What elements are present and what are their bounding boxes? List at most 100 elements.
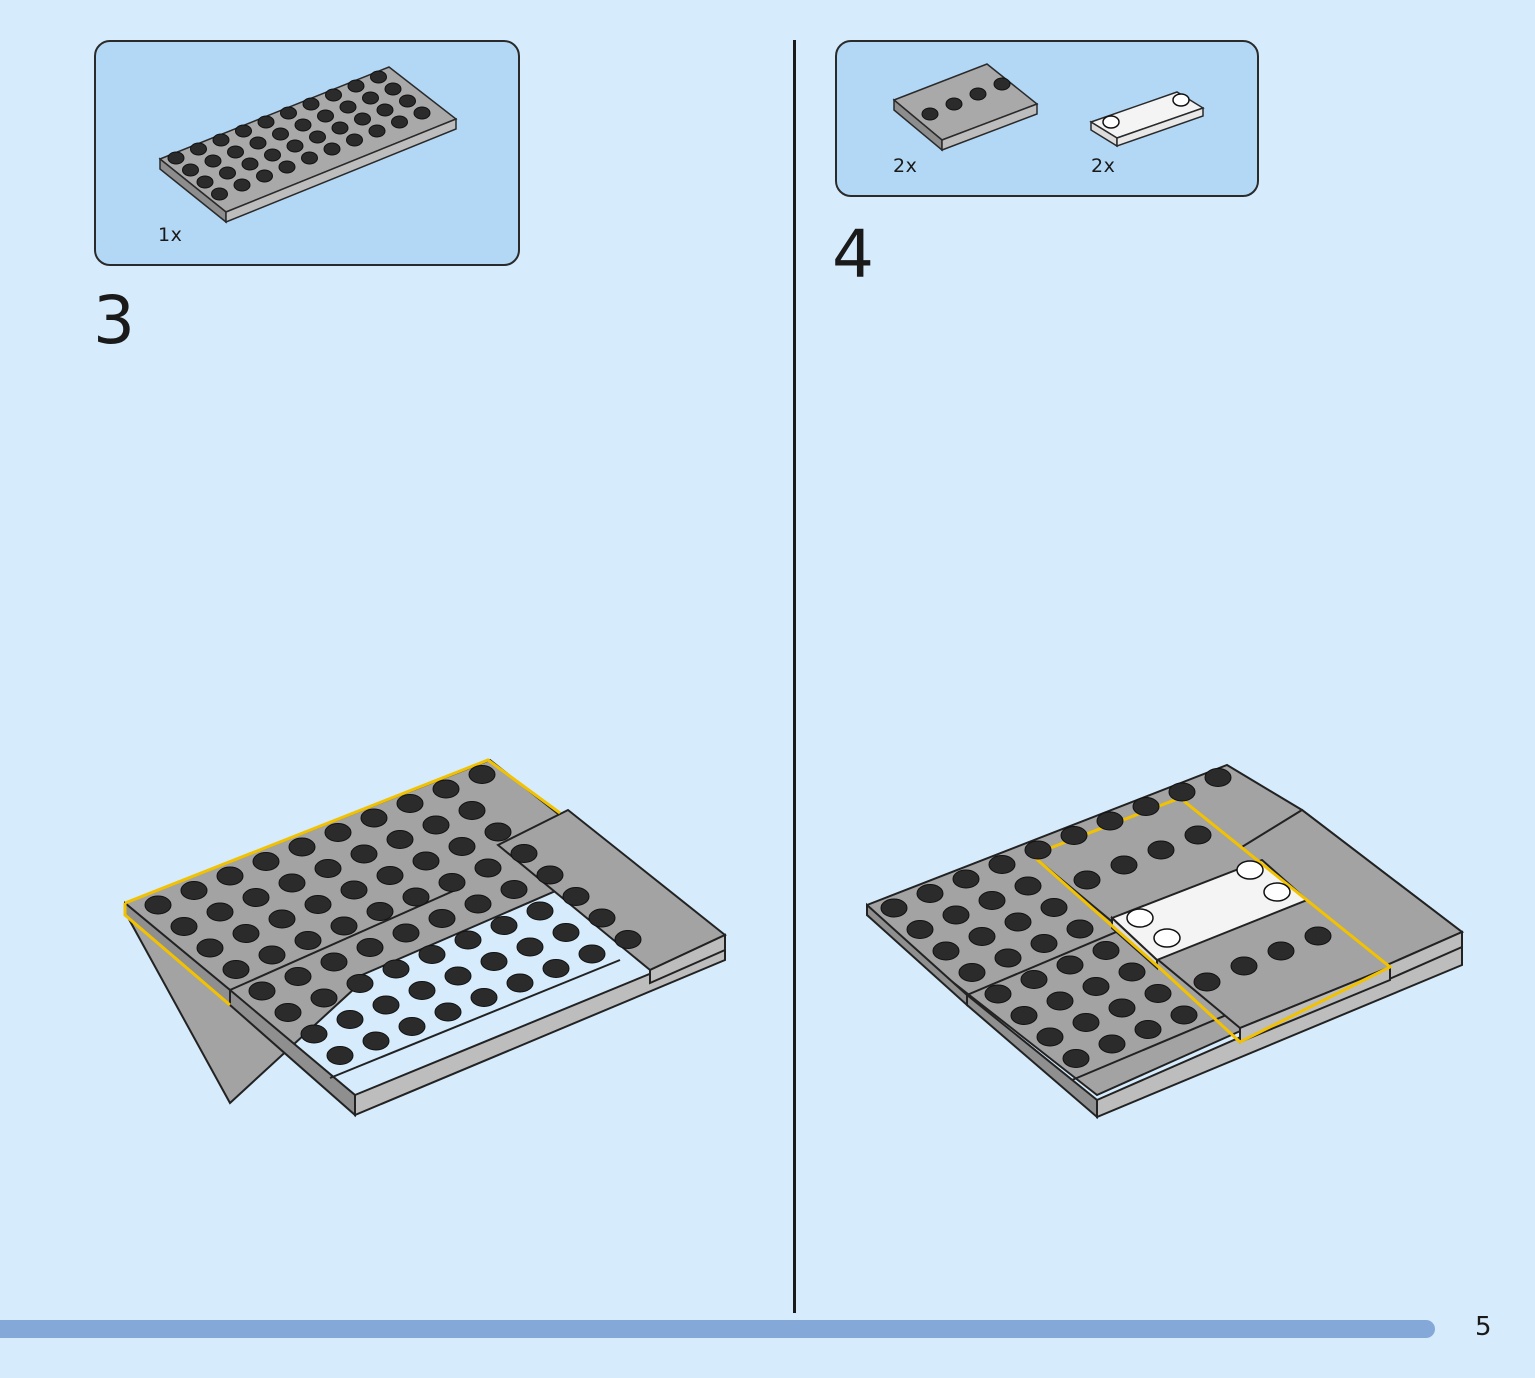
stud xyxy=(346,133,363,147)
stud xyxy=(204,154,222,168)
parts-callout-step-3: 1x xyxy=(94,40,520,266)
stud xyxy=(294,118,312,132)
stud xyxy=(470,988,498,1007)
stud xyxy=(464,894,492,914)
stud xyxy=(268,909,296,929)
stud xyxy=(252,852,280,871)
stud xyxy=(284,967,312,986)
stud xyxy=(1184,825,1212,845)
stud xyxy=(880,898,908,918)
stud xyxy=(1014,876,1042,896)
stud xyxy=(1170,1005,1198,1025)
stud xyxy=(368,124,386,138)
stud xyxy=(434,1002,462,1022)
stud xyxy=(958,963,986,982)
stud xyxy=(484,822,512,842)
model-assembly-step-3 xyxy=(123,758,727,1118)
stud xyxy=(339,100,357,114)
stud xyxy=(288,837,316,857)
stud xyxy=(242,888,270,907)
stud xyxy=(384,82,402,96)
stud xyxy=(366,902,394,921)
stud xyxy=(399,94,416,108)
stud xyxy=(542,959,570,978)
stud xyxy=(233,178,251,192)
stud xyxy=(932,941,960,961)
stud xyxy=(304,895,332,914)
stud xyxy=(562,887,590,906)
stud xyxy=(1040,898,1068,917)
stud xyxy=(190,142,207,156)
gray-plate-4x10-icon xyxy=(158,66,458,224)
stud xyxy=(942,905,970,925)
stud xyxy=(219,166,236,180)
step-3-panel: 1x 3 xyxy=(0,0,794,1320)
stud xyxy=(552,923,580,942)
part-quantity: 1x xyxy=(158,224,183,246)
stud xyxy=(906,920,934,939)
stud xyxy=(274,1003,302,1022)
stud xyxy=(984,984,1012,1004)
stud xyxy=(286,139,304,153)
stud xyxy=(1073,870,1101,890)
stud xyxy=(362,1031,390,1051)
stud xyxy=(432,779,460,799)
stud xyxy=(258,945,286,965)
stud xyxy=(331,121,349,135)
stud xyxy=(272,127,289,141)
stud xyxy=(180,881,208,900)
stud xyxy=(376,866,404,885)
stud xyxy=(326,1046,354,1065)
stud xyxy=(490,916,518,935)
stud xyxy=(350,844,378,864)
stud xyxy=(256,169,273,183)
step-4-panel: 2x 2x 4 xyxy=(797,0,1535,1320)
stud xyxy=(1066,919,1094,939)
gray-tile-2x4-icon xyxy=(892,63,1039,152)
stud xyxy=(398,1017,426,1036)
stud xyxy=(968,927,996,946)
step-number: 4 xyxy=(832,216,874,293)
stud xyxy=(323,142,341,156)
stud xyxy=(196,938,224,958)
stud xyxy=(182,163,199,177)
stud xyxy=(264,148,281,162)
stud xyxy=(249,136,267,150)
stud xyxy=(314,859,342,878)
stud xyxy=(376,103,394,117)
stud xyxy=(588,908,616,928)
stud xyxy=(614,930,642,949)
part-quantity: 2x xyxy=(893,155,918,177)
stud xyxy=(278,873,306,893)
stud xyxy=(317,109,334,123)
stud xyxy=(510,844,538,863)
stud xyxy=(418,945,446,964)
stud xyxy=(454,930,482,950)
stud xyxy=(232,924,260,943)
stud xyxy=(1092,941,1120,960)
white-plate-1x4-icon xyxy=(1089,91,1205,148)
panel-divider xyxy=(793,40,796,1313)
stud xyxy=(458,801,486,820)
stud xyxy=(500,880,528,899)
stud xyxy=(301,151,318,165)
stud xyxy=(448,837,476,856)
stud xyxy=(280,106,297,120)
stud xyxy=(578,944,606,964)
stud xyxy=(294,931,322,950)
stud xyxy=(1020,970,1048,989)
stud xyxy=(347,79,365,93)
stud xyxy=(1062,1049,1090,1068)
stud xyxy=(1004,912,1032,932)
stud xyxy=(1168,782,1196,802)
stud xyxy=(412,851,440,871)
stud xyxy=(1036,1027,1064,1047)
stud xyxy=(1024,840,1052,860)
stud xyxy=(391,115,408,129)
stud xyxy=(1108,998,1136,1018)
stud xyxy=(506,973,534,993)
stud xyxy=(257,115,275,129)
stud xyxy=(1110,855,1138,875)
stud xyxy=(309,130,326,144)
stud xyxy=(330,916,358,936)
